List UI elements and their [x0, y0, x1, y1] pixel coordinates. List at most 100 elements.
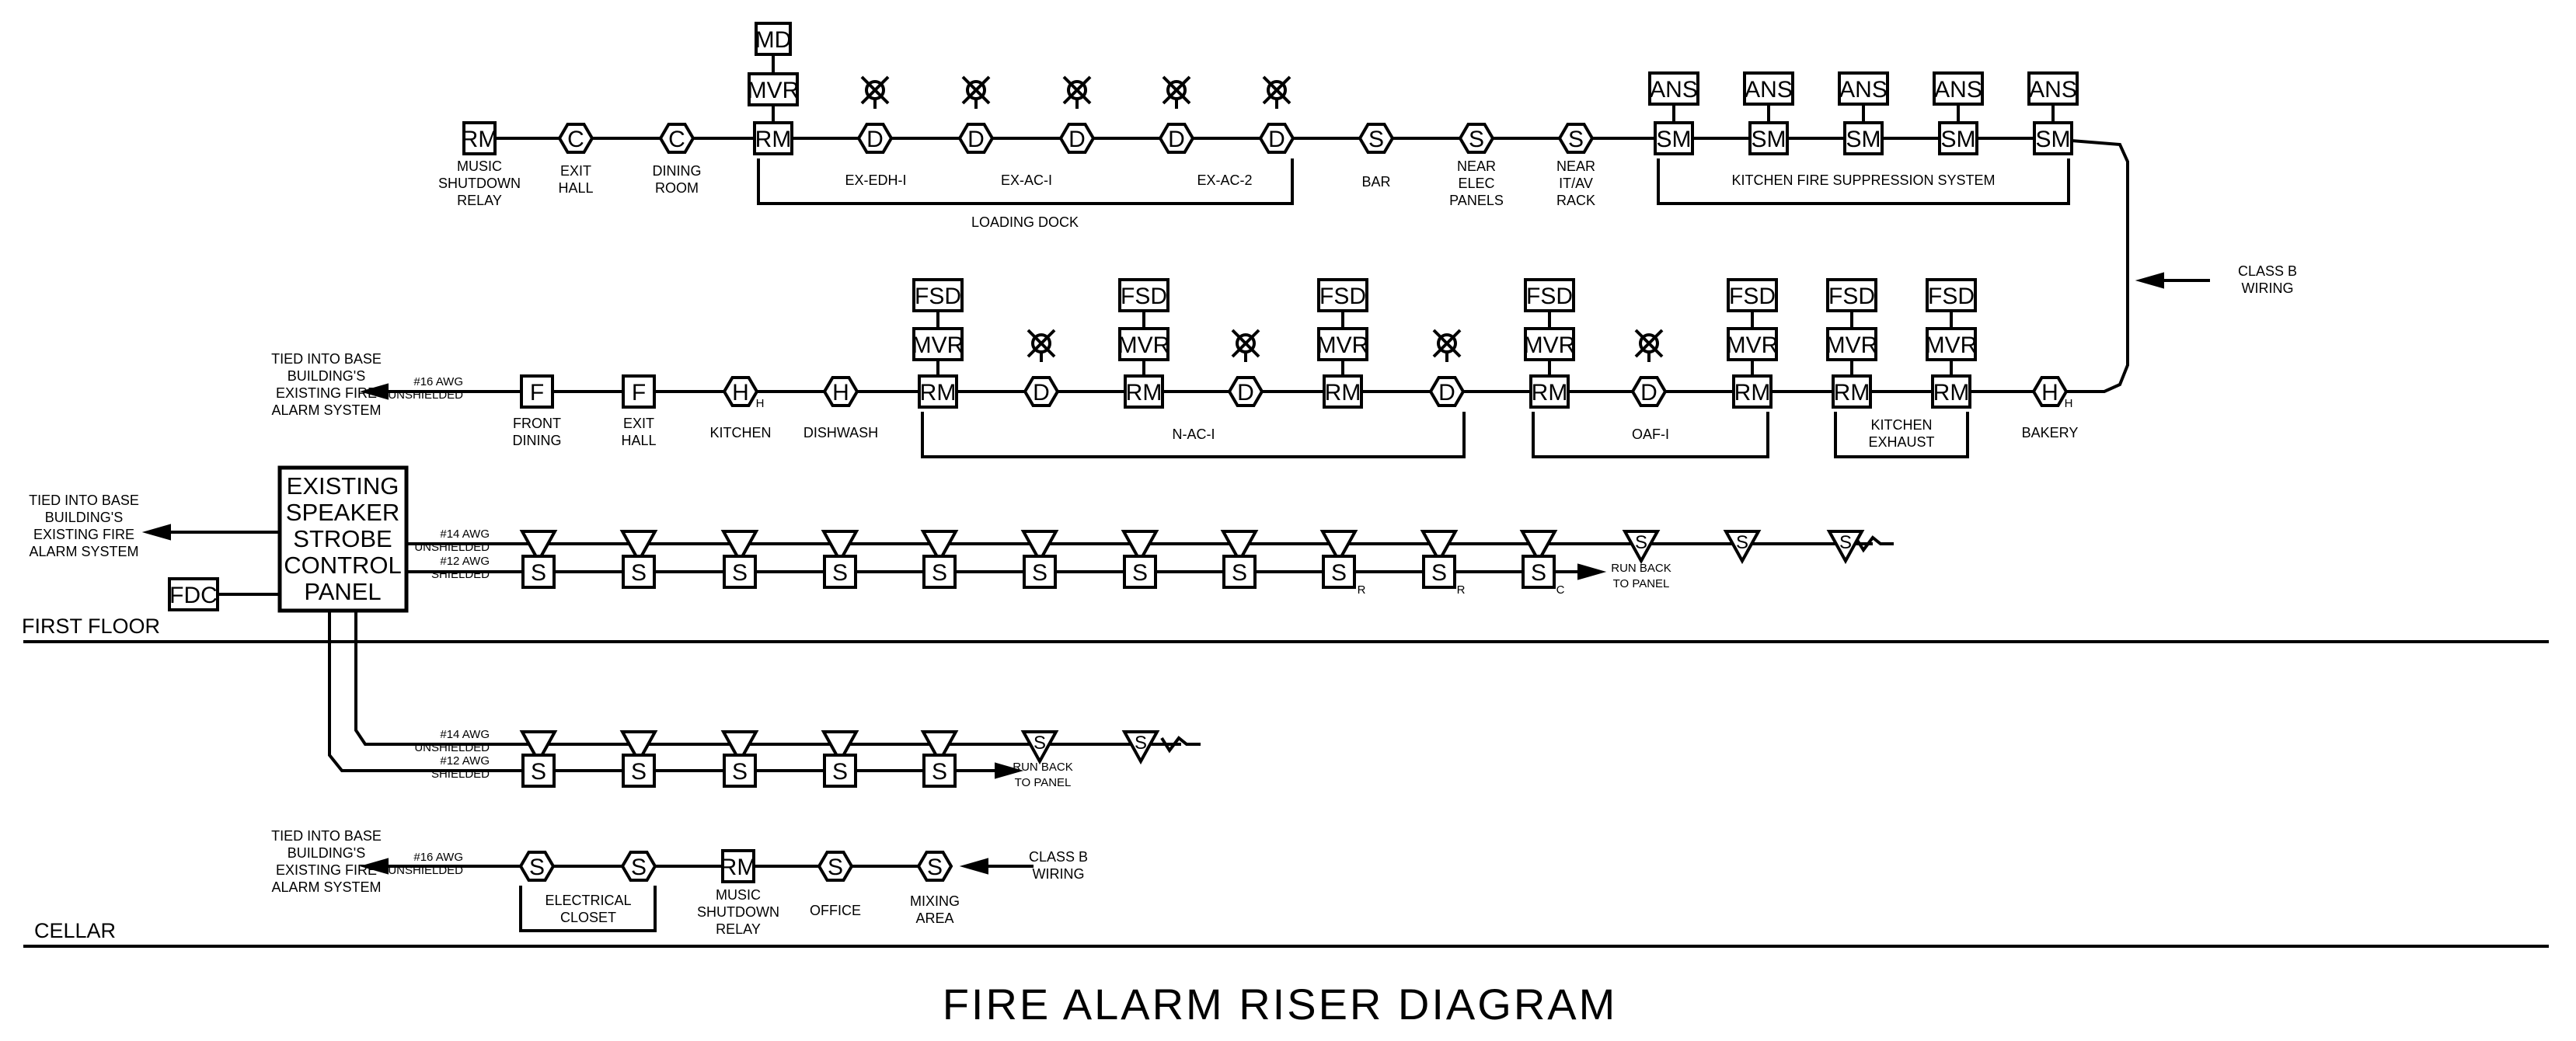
strobe-subscript-r: R: [1457, 583, 1466, 597]
group-oaf-i: OAF-I: [1632, 426, 1669, 442]
strobe-cellar-3-text: S: [732, 759, 748, 785]
duct-detector-1: D: [856, 123, 894, 154]
duct-detector-2: D: [957, 123, 995, 154]
ansul-box-5: ANS: [2027, 71, 2079, 106]
remote-indicator-lamp-icon: [1634, 329, 1664, 362]
smoke-detector-electrical-closet-2-letter: S: [631, 855, 647, 880]
strobe-1-text: S: [531, 560, 546, 586]
group-electrical-closet: CLOSET: [560, 910, 616, 925]
bracket-electrical-closet: [519, 886, 657, 932]
group-brackets: [519, 158, 2070, 932]
note-base-building-cellar: ALARM SYSTEM: [271, 879, 381, 895]
supervisory-module-2-text: SM: [1752, 127, 1786, 152]
floor-label-first: FIRST FLOOR: [22, 615, 160, 638]
relay-module-oaf-1-text: RM: [1532, 380, 1568, 406]
mvr-n-ac-3: MVR: [1317, 327, 1369, 361]
smoke-detector-bar-letter: S: [1368, 127, 1384, 152]
bracket-n-ac-i: [921, 412, 1466, 458]
call-station-exit-hall: C: [557, 123, 594, 154]
run-back-note-first: RUN BACK: [1611, 562, 1671, 575]
strobe-7: S: [1123, 555, 1157, 589]
label-music-shutdown-relay: SHUTDOWN: [438, 176, 521, 191]
remote-indicator-lamp-icon: [1162, 75, 1191, 109]
relay-module-n-ac-3-text: RM: [1325, 380, 1361, 406]
mvr-oaf-1-text: MVR: [1524, 332, 1576, 358]
ansul-box-3-text: ANS: [1839, 77, 1888, 103]
label-near-elec-panels: NEAR: [1457, 158, 1496, 174]
mvr-oaf-1: MVR: [1524, 327, 1576, 361]
remote-indicator-lamp-icon: [1027, 329, 1056, 362]
strobe-subscript-r: R: [1358, 583, 1366, 597]
fire-smoke-damper-n-ac-3-text: FSD: [1319, 284, 1366, 309]
fire-smoke-damper-kitchen-exhaust-1: FSD: [1826, 278, 1877, 312]
strobe-11-text: S: [1531, 560, 1546, 586]
remote-indicator-lamp-icon: [860, 75, 890, 109]
break-mark: [1854, 535, 1894, 553]
relay-module-kitchen-exhaust-2: RM: [1931, 374, 1971, 409]
relay-module-loading-dock-text: RM: [755, 127, 792, 152]
strobe-cellar-2-text: S: [631, 759, 647, 785]
cellar-base-arrow: [359, 858, 389, 875]
speaker-horn-icon: S: [1020, 730, 1059, 765]
strobe-3-text: S: [732, 560, 748, 586]
mvr-kitchen-exhaust-2: MVR: [1926, 327, 1977, 361]
relay-module-n-ac-1: RM: [918, 374, 958, 409]
panel-label-line: PANEL: [304, 578, 381, 605]
call-station-dining-room-letter: C: [668, 127, 685, 152]
duct-detector-n-ac-1-letter: D: [1033, 380, 1050, 406]
strobe-5: S: [922, 555, 957, 589]
class-b-note: WIRING: [2242, 280, 2294, 296]
ansul-box-4: ANS: [1933, 71, 1984, 106]
label-cellar-music-shutdown: SHUTDOWN: [697, 904, 779, 920]
note-base-building-panel: BUILDING'S: [45, 510, 123, 525]
speaker-horn-icon: [1319, 530, 1358, 565]
horn-letter: S: [1635, 532, 1647, 553]
strobe-9-text: S: [1331, 560, 1347, 586]
cellar-class-b-arrow: [959, 858, 988, 875]
mvr-n-ac-3-text: MVR: [1317, 332, 1369, 358]
mvr-box: MVR: [748, 72, 799, 106]
note-base-building-cellar: EXISTING FIRE: [276, 862, 377, 878]
wire-spec-14-cellar: UNSHIELDED: [414, 741, 490, 754]
duct-detector-n-ac-3-letter: D: [1438, 380, 1455, 406]
break-mark: [1160, 736, 1201, 754]
smoke-detector-mixing-area: S: [916, 851, 953, 882]
smoke-detector-electrical-closet-1: S: [518, 851, 556, 882]
label-near-elec-panels: PANELS: [1449, 193, 1504, 208]
duct-detector-n-ac-3: D: [1428, 376, 1466, 407]
run-back-note-cellar: RUN BACK: [1013, 761, 1073, 774]
row2-base-arrow: [359, 383, 389, 400]
label-bar: BAR: [1361, 174, 1390, 190]
heat-detector-kitchen: H: [722, 376, 759, 407]
relay-module-music-shutdown: RM: [462, 121, 497, 155]
note-base-building-cellar: BUILDING'S: [288, 845, 365, 861]
speaker-horn-icon: S: [1622, 530, 1661, 565]
supervisory-module-5-text: SM: [2036, 127, 2071, 152]
heat-subscript: H: [756, 397, 765, 410]
duct-detector-n-ac-2-letter: D: [1237, 380, 1254, 406]
strobe-cellar-1-text: S: [531, 759, 546, 785]
duct-detector-4-letter: D: [1168, 127, 1185, 152]
pull-station-front-dining: F: [520, 374, 554, 409]
bracket-loading-dock: [757, 158, 1294, 205]
run-back-arrow: [1577, 563, 1607, 580]
mvr-n-ac-1-text: MVR: [912, 332, 964, 358]
speaker-circuit-cellar: [354, 611, 1181, 746]
panel-label-line: SPEAKER: [286, 499, 399, 526]
strobe-cellar-4: S: [823, 754, 857, 788]
strobe-6-text: S: [1032, 560, 1047, 586]
label-mixing-area: MIXING: [910, 893, 960, 909]
strobe-cellar-2: S: [622, 754, 656, 788]
duct-detector-4: D: [1158, 123, 1195, 154]
fire-smoke-damper-n-ac-1-text: FSD: [915, 284, 961, 309]
ansul-box-2: ANS: [1743, 71, 1794, 106]
group-kitchen-exhaust: KITCHEN: [1870, 417, 1932, 433]
pull-station-exit-hall: F: [622, 374, 656, 409]
ansul-box-3: ANS: [1838, 71, 1889, 106]
fire-department-connection-text: FDC: [169, 583, 218, 608]
note-base-building-row2: TIED INTO BASE: [271, 351, 382, 367]
run-back-arrow: [995, 762, 1024, 779]
heat-detector-bakery: H: [2031, 376, 2069, 407]
strobe-6: S: [1023, 555, 1057, 589]
